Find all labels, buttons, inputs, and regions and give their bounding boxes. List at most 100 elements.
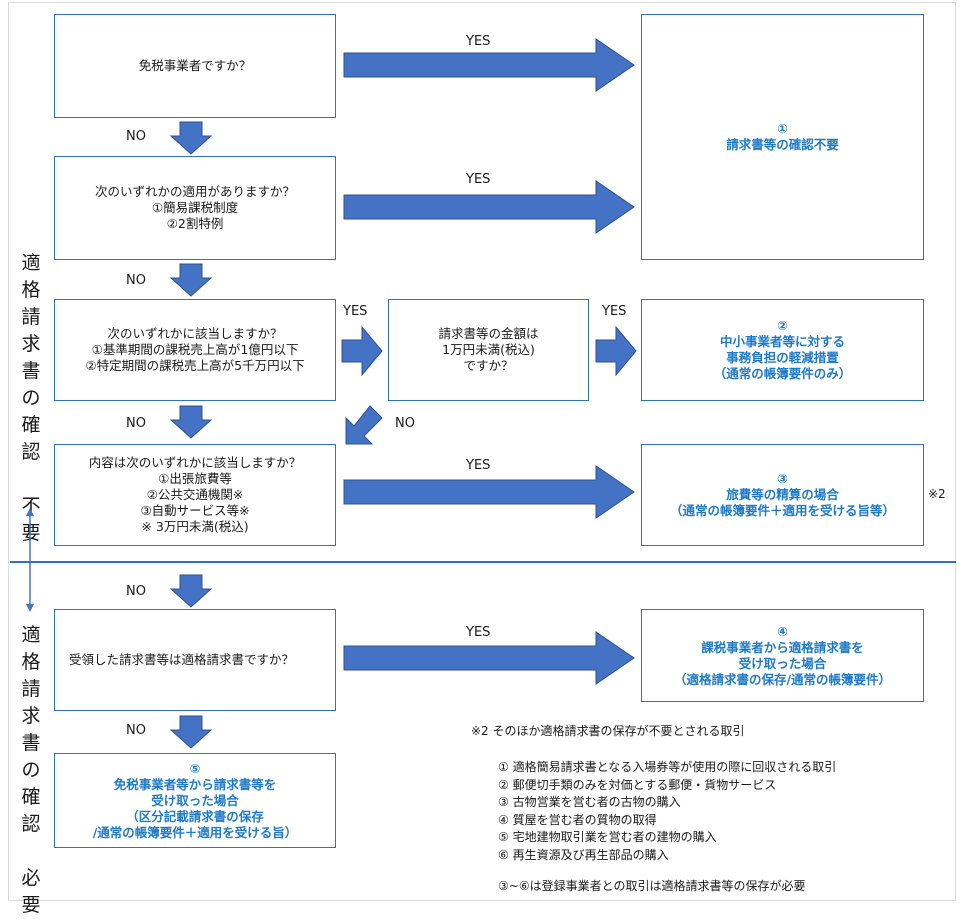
note-item: ⑥ 再生資源及び再生部品の購入 [498,847,669,862]
q3b-line-1: 1万円未満(税込) [442,342,535,357]
q3-line-0: 次のいずれかに該当しますか？ [107,326,283,341]
result-box-1-no-check: ① 請求書等の確認不要 [641,14,924,260]
side-label-char: 格 [21,651,41,673]
side-label-char: 求 [21,705,41,727]
note-list: ① 適格簡易請求書となる入場券等が使用の際に回収される取引 ② 郵便切手類のみを… [498,759,836,864]
side-label-char: 要 [21,522,41,544]
no-label-6: NO [126,723,146,738]
no-label-2: NO [126,273,146,288]
result-box-4-qualified: ④ 課税事業者から適格請求書を 受け取った場合 （適格請求書の保存/通常の帳簿要… [641,609,924,702]
note-item: ③ 古物営業を営む者の古物の購入 [498,795,681,809]
side-label-char: 確 [21,414,41,436]
side-label-char [18,466,44,493]
side-label-char: 請 [21,678,41,700]
side-label-char: 確 [21,786,41,808]
question-box-qualified-invoice: 受領した請求書等は適格請求書ですか？ [54,609,336,711]
question-box-tax-exempt: 免税事業者ですか？ [54,14,336,118]
side-label-char: 認 [21,441,41,463]
yes-label-4: YES [602,304,627,319]
result-box-3-travel: ③ 旅費等の精算の場合 （通常の帳簿要件＋適用を受ける旨等） [641,444,924,546]
right-arrow-icon [343,631,635,685]
note-item: ⑤ 宅地建物取引業を営む者の建物の購入 [498,830,717,844]
side-label-char: の [21,387,41,409]
q4-line-4: ※ 3万円未満(税込) [141,519,249,534]
yes-label-3: YES [343,304,368,319]
side-label-char: 格 [21,279,41,301]
r4-line-0: ④ [777,623,788,639]
no-label-3: NO [126,416,146,431]
no-label-1: NO [126,129,146,144]
no-label-4: NO [395,416,415,431]
q2-line-0: 次のいずれかの適用がありますか？ [94,184,295,199]
right-arrow-icon [341,325,383,377]
r5-line-1: 免税事業者等から請求書等を [113,776,277,792]
question-box-content-type: 内容は次のいずれかに該当しますか？ ①出張旅費等 ②公共交通機関※ ③自動サービ… [54,444,336,546]
note-item: ② 郵便切手類のみを対価とする郵便・貨物サービス [498,777,777,792]
side-label-required: 適格請求書の確認 必要 [18,622,44,919]
right-arrow-icon [343,180,635,234]
r2-line-0: ② [777,318,788,333]
side-label-char: 認 [21,813,41,835]
side-label-char: 適 [21,624,41,646]
side-label-char: の [21,759,41,781]
note-item: ① 適格簡易請求書となる入場券等が使用の際に回収される取引 [498,760,837,774]
note-item: ④ 質屋を営む者の質物の取得 [498,812,657,827]
down-arrow-icon [169,263,213,297]
question-box-simplified-tax: 次のいずれかの適用がありますか？ ①簡易課税制度 ②2割特例 [54,156,336,260]
r1-line-0: ① [777,121,788,136]
double-arrow-icon [26,508,34,612]
yes-label-1: YES [466,34,491,49]
result-box-5-exempt-supplier: ⑤ 免税事業者等から請求書等を 受け取った場合 （区分記載請求書の保存 /通常の… [54,753,336,848]
diagonal-arrow-icon [345,405,383,445]
r3-line-0: ③ [777,471,788,486]
no-label-5: NO [126,584,146,599]
r4-line-3: （適格請求書の保存/通常の帳簿要件） [673,671,892,687]
r3-line-1: 旅費等の精算の場合 [726,487,839,502]
note-title: ※2 そのほか適格請求書の保存が不要とされる取引 [471,724,745,738]
q2-line-2: ②2割特例 [166,216,224,231]
question-box-invoice-amount: 請求書等の金額は 1万円未満(税込) ですか？ [388,299,589,401]
side-label-char: 不 [21,495,41,517]
side-label-char: 必 [21,867,41,889]
yes-label-6: YES [466,625,491,640]
q4-line-2: ②公共交通機関※ [146,487,244,502]
side-label-char: 書 [21,732,41,754]
r3-line-2: （通常の帳簿要件＋適用を受ける旨等） [669,503,895,518]
down-arrow-icon [169,715,213,749]
r4-line-2: 受け取った場合 [738,655,827,671]
q4-line-0: 内容は次のいずれかに該当しますか？ [88,455,302,470]
r2-line-3: （通常の帳簿要件のみ） [713,366,852,381]
r5-line-0: ⑤ [189,760,201,776]
q2-line-1: ①簡易課税制度 [151,200,239,215]
r5-line-3: （区分記載請求書の保存 [126,808,264,824]
r1-line-1: 請求書等の確認不要 [726,137,839,152]
down-arrow-icon [169,574,213,608]
r4-line-1: 課税事業者から適格請求書を [701,639,864,655]
r2-line-1: 中小事業者等に対する [719,334,845,349]
q3-line-1: ①基準期間の課税売上高が1億円以下 [91,342,299,357]
q1-line-0: 免税事業者ですか？ [138,58,252,73]
side-label-char [18,838,44,865]
q3b-line-2: ですか？ [463,358,514,373]
r2-line-2: 事務負担の軽減措置 [726,350,839,365]
down-arrow-icon [169,405,213,439]
right-arrow-icon [343,465,635,519]
side-label-char: 求 [21,333,41,355]
q4-line-1: ①出張旅費等 [158,471,232,486]
side-label-char: 適 [21,252,41,274]
q3-line-2: ②特定期間の課税売上高が5千万円以下 [85,358,305,373]
result-box-2-sme-relief: ② 中小事業者等に対する 事務負担の軽減措置 （通常の帳簿要件のみ） [641,299,924,401]
side-label-not-required: 適格請求書の確認 不要 [18,250,44,547]
r5-line-4: /通常の帳簿要件＋適用を受ける旨） [92,824,298,840]
r5-line-2: 受け取った場合 [151,792,239,808]
section-divider [10,561,956,563]
question-box-sales-threshold: 次のいずれかに該当しますか？ ①基準期間の課税売上高が1億円以下 ②特定期間の課… [54,299,336,401]
side-label-char: 請 [21,306,41,328]
down-arrow-icon [169,121,213,155]
q5-line-0: 受領した請求書等は適格請求書ですか？ [69,652,295,667]
right-arrow-icon [595,325,637,377]
side-label-char: 書 [21,360,41,382]
side-label-char: 要 [21,894,41,916]
note-footer: ③~⑥は登録事業者との取引は適格請求書等の保存が必要 [498,879,806,893]
note-mark: ※2 [928,487,946,501]
